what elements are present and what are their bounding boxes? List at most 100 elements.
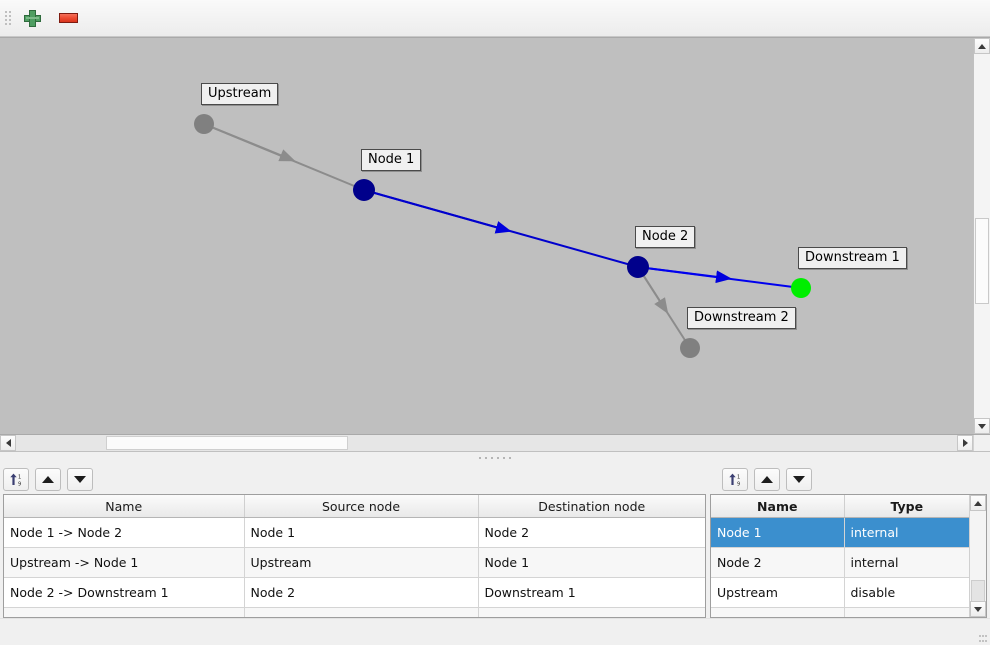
table-row[interactable]: Node 2 -> Downstream 2 Node 2 Downstream…: [4, 607, 705, 617]
edges-pane: 1 9 Name: [0, 464, 710, 618]
arrow-down-icon: [74, 475, 86, 483]
graph-label-downstream2[interactable]: Downstream 2: [687, 307, 796, 329]
scroll-down-button[interactable]: [970, 601, 986, 617]
edges-column-header-name[interactable]: Name: [4, 495, 245, 518]
graph-canvas-container: Upstream Node 1 Node 2 Downstream 1 Down…: [0, 37, 990, 435]
edges-cell-destination: Node 1: [478, 547, 705, 578]
table-row[interactable]: Downstream 1 downstream: [711, 607, 969, 617]
nodes-move-up-button[interactable]: [754, 467, 780, 491]
nodes-cell-name: Node 2: [711, 547, 845, 578]
nodes-cell-type: downstream: [844, 607, 969, 617]
graph-node-node1[interactable]: [353, 179, 375, 201]
edges-table-header-row: Name Source node Destination node: [4, 495, 705, 518]
graph-label-upstream[interactable]: Upstream: [201, 83, 279, 105]
arrow-up-icon: [761, 475, 773, 483]
arrow-up-icon: [974, 500, 982, 506]
status-bar: [0, 618, 990, 645]
edges-cell-destination: Downstream 1: [478, 577, 705, 608]
edges-cell-destination: Downstream 2: [478, 607, 705, 617]
edges-cell-destination: Node 2: [478, 517, 705, 548]
canvas-vertical-scrollbar[interactable]: [973, 38, 990, 434]
edges-table-scroll[interactable]: Name Source node Destination node Node 1…: [4, 495, 705, 617]
plus-icon: [23, 9, 41, 27]
graph-node-upstream[interactable]: [194, 114, 214, 134]
sort-icon: 1 9: [9, 473, 21, 487]
edges-table-container: Name Source node Destination node Node 1…: [3, 494, 706, 618]
nodes-sort-button[interactable]: 1 9: [722, 467, 748, 491]
svg-text:1: 1: [737, 474, 740, 480]
table-row[interactable]: Node 2 -> Downstream 1 Node 2 Downstream…: [4, 577, 705, 608]
arrow-up-icon: [978, 43, 986, 49]
table-row[interactable]: Upstream -> Node 1 Upstream Node 1: [4, 547, 705, 578]
toolbar-drag-handle[interactable]: [4, 7, 12, 29]
table-row[interactable]: Node 1 -> Node 2 Node 1 Node 2: [4, 517, 705, 548]
nodes-pane: 1 9 Name: [710, 464, 990, 618]
edges-cell-source: Upstream: [244, 547, 479, 578]
table-row[interactable]: Node 1 internal: [711, 517, 969, 548]
graph-label-downstream1[interactable]: Downstream 1: [798, 247, 907, 269]
edges-cell-name: Node 1 -> Node 2: [4, 517, 245, 548]
edge-node1-node2-arrow: [363, 189, 512, 234]
nodes-table-container: Name Type Node 1 internal Node 2 i: [710, 494, 987, 618]
svg-text:9: 9: [737, 481, 740, 487]
nodes-cell-type: internal: [844, 547, 969, 578]
resize-grip-icon[interactable]: [977, 632, 987, 642]
edges-cell-source: Node 1: [244, 517, 479, 548]
scroll-left-button[interactable]: [0, 435, 16, 451]
graph-canvas[interactable]: Upstream Node 1 Node 2 Downstream 1 Down…: [0, 38, 973, 434]
nodes-table-header-row: Name Type: [711, 495, 969, 518]
add-button[interactable]: [17, 4, 47, 32]
nodes-move-down-button[interactable]: [786, 467, 812, 491]
edges-cell-name: Upstream -> Node 1: [4, 547, 245, 578]
scroll-up-button[interactable]: [970, 495, 986, 511]
graph-label-node1[interactable]: Node 1: [361, 149, 422, 171]
nodes-table-scroll[interactable]: Name Type Node 1 internal Node 2 i: [711, 495, 969, 617]
edge-upstream-node1-arrow: [203, 123, 296, 162]
edges-column-header-source[interactable]: Source node: [244, 495, 479, 518]
canvas-horizontal-scrollbar[interactable]: [0, 435, 990, 452]
table-row[interactable]: Upstream disable: [711, 577, 969, 608]
scroll-up-button[interactable]: [974, 38, 990, 54]
nodes-table-vertical-scrollbar[interactable]: [969, 495, 986, 617]
canvas-vscroll-thumb[interactable]: [975, 218, 989, 304]
graph-label-node2[interactable]: Node 2: [635, 226, 696, 248]
graph-node-node2[interactable]: [627, 256, 649, 278]
canvas-hscroll-thumb[interactable]: [106, 436, 348, 450]
edges-cell-name: Node 2 -> Downstream 2: [4, 607, 245, 617]
edges-move-down-button[interactable]: [67, 467, 93, 491]
nodes-column-header-type[interactable]: Type: [844, 495, 969, 518]
main-toolbar: [0, 0, 990, 37]
sort-icon: 1 9: [728, 473, 740, 487]
edges-move-up-button[interactable]: [35, 467, 61, 491]
arrow-down-icon: [793, 475, 805, 483]
nodes-cell-name: Downstream 1: [711, 607, 845, 617]
minus-icon: [58, 13, 78, 23]
graph-node-downstream1[interactable]: [791, 278, 811, 298]
edge-node2-downstream1-arrow: [637, 266, 732, 284]
arrow-down-icon: [978, 423, 986, 429]
nodes-cell-name: Upstream: [711, 577, 845, 608]
arrow-left-icon: [5, 439, 11, 447]
scroll-down-button[interactable]: [974, 418, 990, 434]
scrollbar-corner: [973, 435, 990, 451]
edges-column-header-destination[interactable]: Destination node: [478, 495, 705, 518]
remove-button[interactable]: [53, 4, 83, 32]
nodes-cell-type: disable: [844, 577, 969, 608]
scroll-right-button[interactable]: [957, 435, 973, 451]
edges-table: Name Source node Destination node Node 1…: [4, 495, 705, 617]
nodes-cell-type: internal: [844, 517, 969, 548]
svg-text:1: 1: [18, 474, 21, 480]
arrow-up-icon: [42, 475, 54, 483]
bottom-panes: 1 9 Name: [0, 464, 990, 618]
nodes-column-header-name[interactable]: Name: [711, 495, 845, 518]
edges-cell-source: Node 2: [244, 577, 479, 608]
graph-node-downstream2[interactable]: [680, 338, 700, 358]
table-row[interactable]: Node 2 internal: [711, 547, 969, 578]
nodes-table: Name Type Node 1 internal Node 2 i: [711, 495, 969, 617]
edges-pane-toolbar: 1 9: [0, 464, 710, 494]
edges-cell-name: Node 2 -> Downstream 1: [4, 577, 245, 608]
pane-splitter[interactable]: [0, 452, 990, 464]
splitter-grip-icon: [479, 457, 511, 459]
edges-sort-button[interactable]: 1 9: [3, 467, 29, 491]
